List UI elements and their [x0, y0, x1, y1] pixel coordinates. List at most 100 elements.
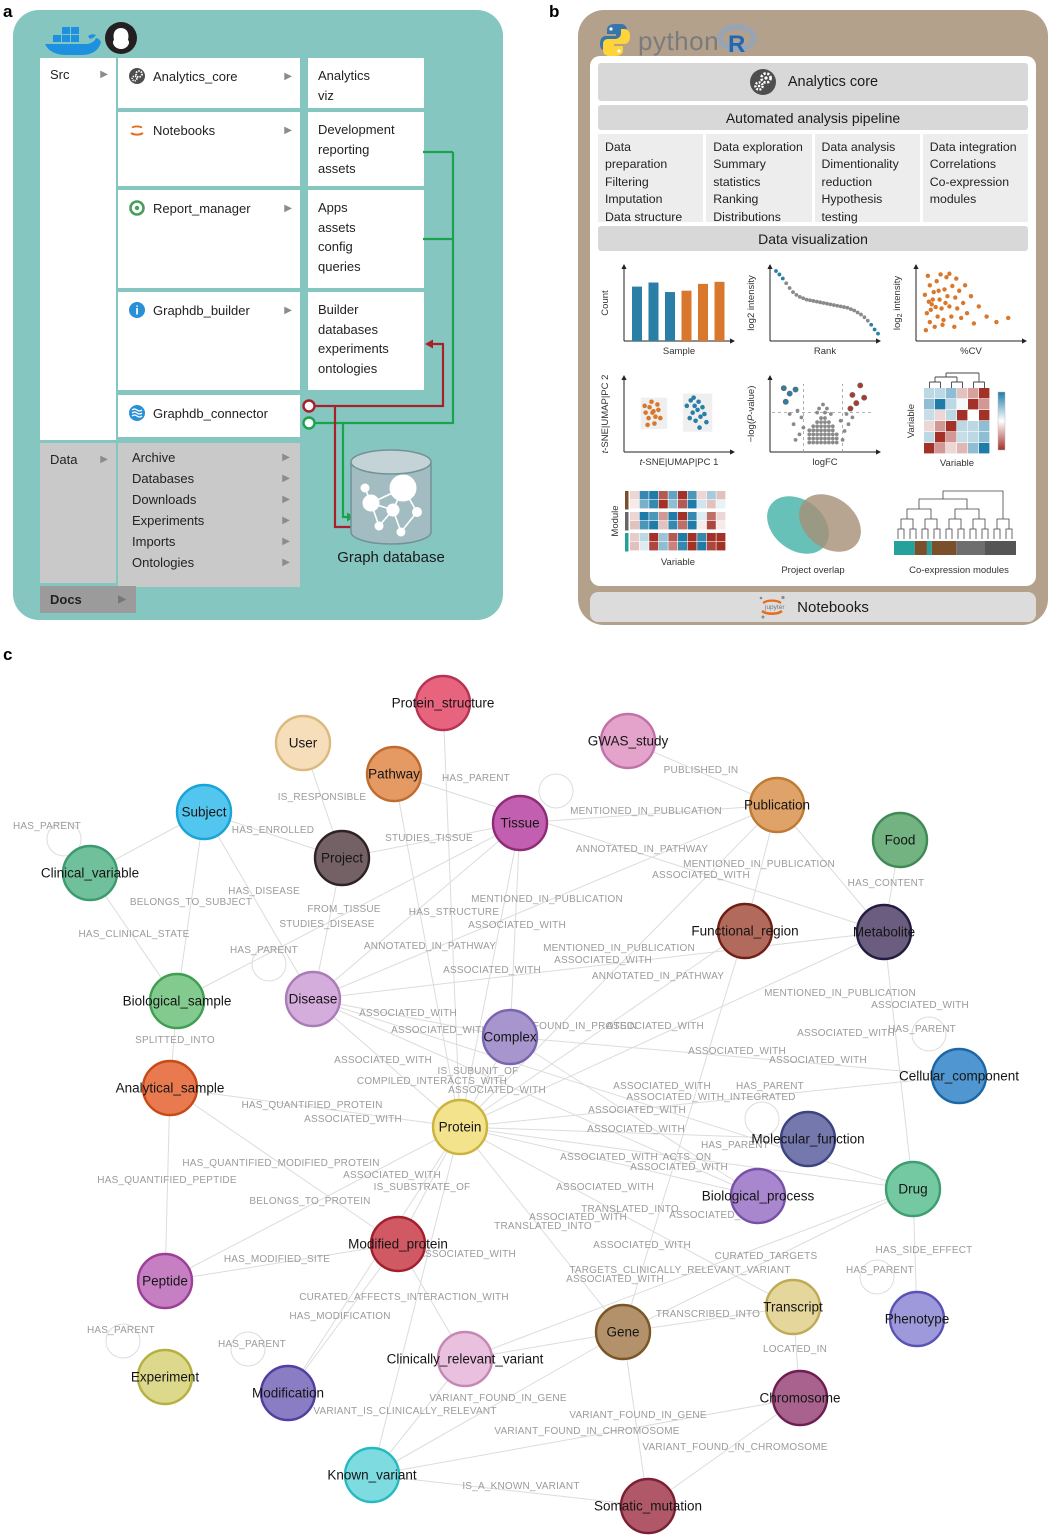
edge-label: ASSOCIATED_WITH: [871, 1000, 969, 1011]
graph-edge: [341, 822, 521, 859]
tree-content-line: config: [318, 239, 353, 254]
caret-icon: ▶: [284, 124, 292, 136]
data-subfolder-label: Experiments: [132, 513, 205, 528]
edge-label: MENTIONED_IN_PUBLICATION: [543, 943, 695, 954]
data-folder: Data▶: [40, 443, 116, 583]
node-label-metabolite: Metabolite: [853, 925, 915, 940]
panel-b-card: Analytics core Automated analysis pipeli…: [590, 56, 1036, 586]
edge-label: HAS_PARENT: [218, 1339, 286, 1350]
dataviz-bar: Data visualization: [598, 226, 1028, 251]
python-icon: [600, 24, 630, 56]
edge-label: SPLITTED_INTO: [135, 1035, 215, 1046]
graph-node-transcript: [764, 1278, 822, 1336]
chart-venn: Project overlap: [740, 477, 886, 588]
edge-label: ASSOCIATED_WITH: [529, 1212, 627, 1223]
data-subfolder-label: Ontologies: [132, 555, 195, 570]
github-icon: [105, 22, 137, 54]
graph-node-functional_region: [716, 902, 774, 960]
edge-label: ANNOTATED_IN_PATHWAY: [364, 941, 496, 952]
caret-icon: ▶: [284, 304, 292, 316]
edge-label: ASSOCIATED_WITH: [304, 1114, 402, 1125]
tree-content-line: Analytics: [318, 68, 371, 83]
graph-edge: [176, 811, 205, 1002]
graph-edge: [622, 1306, 794, 1333]
edge-label: HAS_PARENT: [736, 1081, 804, 1092]
edge-label: ASSOCIATED_WITH: [797, 1028, 895, 1039]
caret-icon: ▶: [100, 69, 108, 80]
edge-label: HAS_ENROLLED: [232, 825, 314, 836]
edge-label: PUBLISHED_IN: [664, 765, 739, 776]
graph-edge: [442, 702, 461, 1128]
graph-edge: [164, 1126, 461, 1282]
edge-label: HAS_QUANTIFIED_PROTEIN: [241, 1100, 382, 1111]
data-subfolder-databases: Databases▶: [118, 468, 300, 489]
graph-node-protein: [431, 1098, 489, 1156]
node-label-modified_protein: Modified_protein: [348, 1237, 448, 1252]
data-subfolder-label: Downloads: [132, 492, 197, 507]
pipeline-step: Data analysis: [821, 140, 896, 154]
edge-label: HAS_PARENT: [87, 1325, 155, 1336]
edge-label: TRANSCRIBED_INTO: [656, 1309, 760, 1320]
edge-label: ASSOCIATED_WITH: [587, 1124, 685, 1135]
graph-node-peptide: [136, 1252, 194, 1310]
svg-text:log2 intensity: log2 intensity: [746, 275, 757, 331]
edge-label: STUDIES_TISSUE: [385, 833, 473, 844]
graph-node-biological_process: [729, 1167, 787, 1225]
edge-label: MENTIONED_IN_PUBLICATION: [683, 859, 835, 870]
graph-edge: [312, 998, 759, 1197]
pipeline-step: Ranking: [713, 192, 759, 207]
notebooks-bar: jupyter Notebooks: [590, 592, 1036, 622]
edge-label: MENTIONED_IN_PUBLICATION: [764, 988, 916, 999]
node-label-gene: Gene: [606, 1325, 639, 1340]
edge-label: HAS_PARENT: [846, 1265, 914, 1276]
data-subfolder-archive: Archive▶: [118, 447, 300, 468]
tree-item-label: Graphdb_connector: [153, 405, 268, 421]
svg-text:jupyter: jupyter: [764, 604, 785, 611]
graph-edge: [176, 822, 521, 1002]
node-label-molecular_function: Molecular_function: [751, 1132, 864, 1147]
node-label-food: Food: [885, 833, 916, 848]
graph-edge: [519, 804, 778, 824]
node-label-peptide: Peptide: [142, 1274, 188, 1289]
tree-content-line: Builder: [318, 302, 359, 317]
edge-label: BELONGS_TO_SUBJECT: [130, 897, 252, 908]
caret-icon: ▶: [118, 594, 126, 605]
graph-node-clinically_relevant_variant: [436, 1330, 494, 1388]
caret-icon: ▶: [282, 536, 290, 547]
tree-content-line: databases: [318, 321, 378, 337]
edge-label: HAS_PARENT: [442, 773, 510, 784]
tree-content-line: queries: [318, 258, 361, 274]
graph-node-known_variant: [343, 1446, 401, 1504]
edge-label: FOUND_IN_PROTEIN: [533, 1021, 637, 1032]
graph-edge: [459, 1126, 794, 1308]
graph-edge: [883, 931, 914, 1190]
pipeline-step: Co-expression modules: [929, 174, 1010, 207]
graph-self-loop: [105, 1323, 141, 1359]
pipeline-step: Summary statistics: [713, 157, 766, 189]
edge-label: ASSOCIATED_WITH: [554, 955, 652, 966]
edge-label: COMPILED_INTERACTS_WITH: [357, 1076, 507, 1087]
graph-edge: [622, 1188, 914, 1333]
graph-node-protein_structure: [414, 674, 472, 732]
pipeline-step: Filtering: [605, 174, 649, 189]
panel-a-label: a: [3, 2, 13, 21]
edge-label: ASSOCIATED_WITH: [443, 965, 541, 976]
edge-label: FROM_TISSUE: [307, 904, 380, 915]
edge-label: ASSOCIATED_WITH: [468, 920, 566, 931]
svg-text:t-SNE|UMAP|PC 2: t-SNE|UMAP|PC 2: [600, 375, 611, 454]
pipeline-step: Data preparation: [605, 140, 668, 172]
tree-content-line: experiments: [318, 341, 389, 356]
edge-label: VARIANT_FOUND_IN_GENE: [569, 1410, 707, 1421]
edge-label: ASSOCIATED_WITH: [566, 1274, 664, 1285]
tree-item-notebooks: Notebooks▶: [118, 112, 300, 186]
svg-text:Project overlap: Project overlap: [781, 565, 844, 576]
graph-edge: [312, 998, 461, 1128]
notebooks-title: Notebooks: [797, 598, 869, 616]
graph-edge: [164, 1087, 171, 1282]
